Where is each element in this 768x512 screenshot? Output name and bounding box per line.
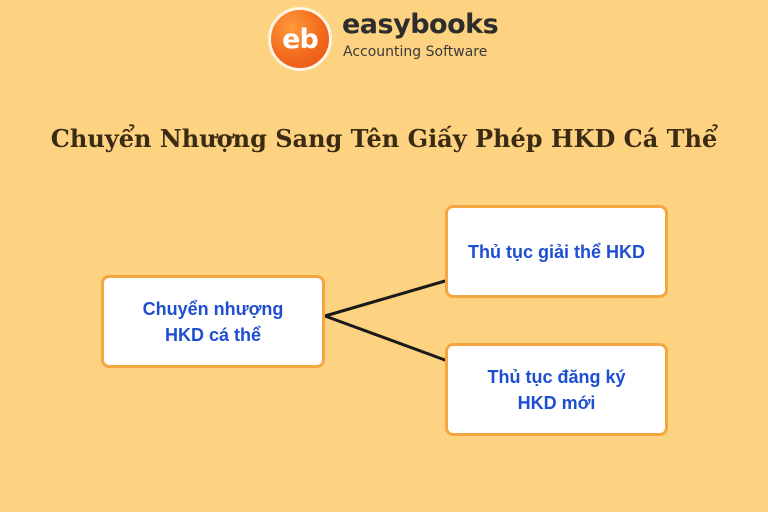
connector-to-registration bbox=[323, 314, 447, 362]
branch-node-dissolution: Thủ tục giải thể HKD bbox=[445, 205, 668, 298]
branch-node-label: Thủ tục đăng ký HKD mới bbox=[487, 366, 626, 413]
branch-node-label: Thủ tục giải thể HKD bbox=[468, 241, 645, 262]
brand-logo: eb easybooks Accounting Software bbox=[268, 7, 499, 71]
branch-node-registration: Thủ tục đăng ký HKD mới bbox=[445, 343, 668, 436]
connector-to-dissolution bbox=[323, 279, 447, 318]
root-node-label: Chuyển nhượng HKD cá thể bbox=[142, 298, 284, 345]
root-node-transfer: Chuyển nhượng HKD cá thể bbox=[101, 275, 325, 368]
brand-tagline: Accounting Software bbox=[343, 44, 488, 60]
logo-mark: eb bbox=[268, 7, 332, 71]
brand-name: easybooks bbox=[342, 9, 499, 40]
page-title: Chuyển Nhượng Sang Tên Giấy Phép HKD Cá … bbox=[50, 124, 718, 153]
